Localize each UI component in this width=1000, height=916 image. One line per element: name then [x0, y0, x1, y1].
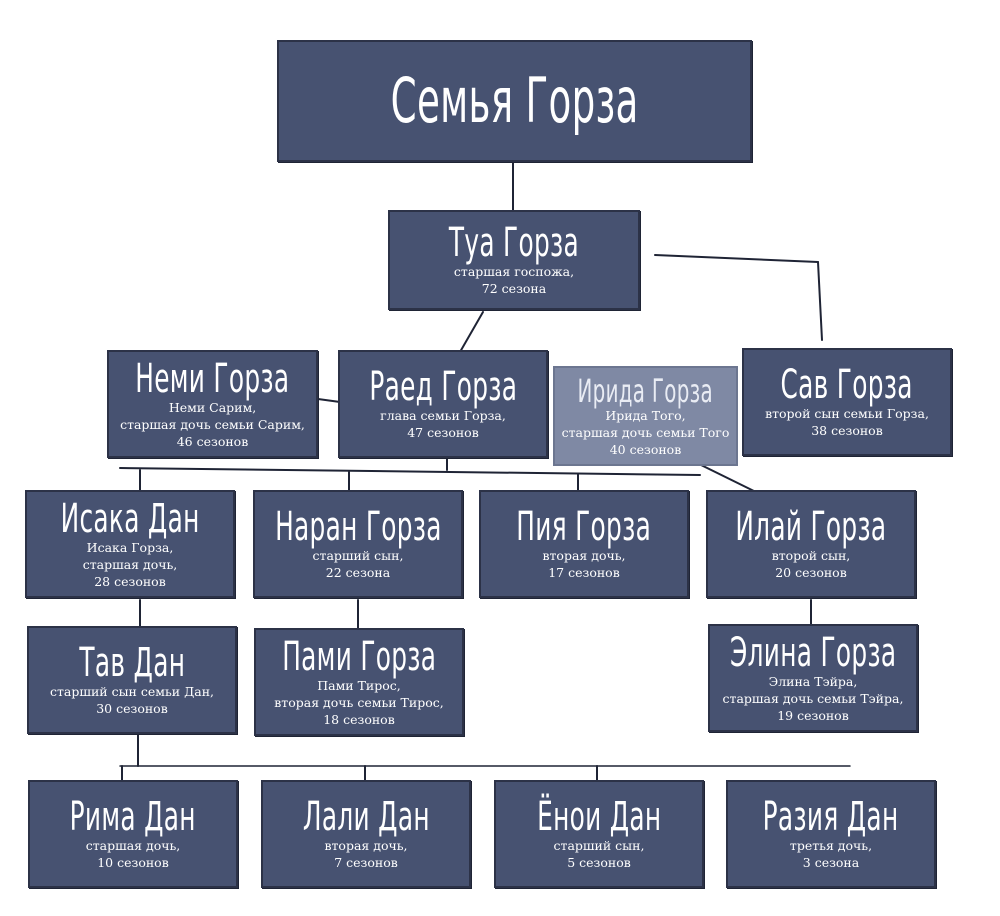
member-info-line: 10 сезонов [97, 855, 169, 870]
member-info-line: старшая дочь семьи Сарим, [120, 416, 305, 432]
member-name: Сав Горза [780, 362, 914, 408]
member-info-line: 30 сезонов [96, 701, 168, 716]
member-name: Разия Дан [763, 794, 899, 840]
member-name: Наран Горза [274, 504, 442, 550]
member-info-line: вторая дочь, [324, 838, 408, 853]
connector-nemi-raed [317, 398, 341, 403]
connector-children-bus [119, 467, 701, 476]
member-name: Илай Горза [735, 504, 887, 550]
member-info-line: старший сын, [553, 838, 645, 853]
member-info-line: 5 сезонов [567, 855, 631, 870]
member-card-sav: Сав Горза второй сын семьи Горза, 38 сез… [742, 348, 952, 456]
member-name: Неми Горза [135, 355, 290, 402]
member-card-nemi: Неми Горза Неми Сарим, старшая дочь семь… [107, 350, 318, 458]
member-info-line: Исака Горза, [86, 539, 174, 555]
member-info-line: 7 сезонов [334, 855, 398, 870]
member-card-pami: Пами Горза Пами Тирос, вторая дочь семьи… [254, 628, 464, 736]
member-info-line: 47 сезонов [407, 425, 479, 440]
member-name: Тав Дан [79, 640, 185, 686]
member-info-line: 19 сезонов [777, 707, 849, 723]
member-card-raziya: Разия Дан третья дочь, 3 сезона [726, 780, 936, 888]
member-info-line: старший сын, [312, 548, 404, 563]
member-name: Элина Горза [729, 629, 897, 676]
member-info-line: 18 сезонов [323, 711, 395, 727]
member-name: Пия Горза [516, 504, 652, 550]
member-card-naran: Наран Горза старший сын, 22 сезона [253, 490, 463, 598]
title-box: Семья Горза [277, 40, 752, 162]
member-name: Ёнои Дан [536, 794, 662, 840]
member-info-line: вторая дочь, [542, 548, 626, 563]
member-info-line: второй сын семьи Горза, [765, 406, 929, 421]
member-info-line: Неми Сарим, [168, 399, 257, 415]
member-info-line: старший сын семьи Дан, [49, 684, 215, 699]
member-info-line: 17 сезонов [548, 565, 620, 580]
page-title: Семья Горза [390, 64, 639, 137]
member-card-tua: Туа Горза старшая госпожа, 72 сезона [388, 210, 640, 310]
member-card-yonoi: Ёнои Дан старший сын, 5 сезонов [494, 780, 704, 888]
member-info-line: Элина Тэйра, [768, 673, 858, 689]
member-card-piya: Пия Горза вторая дочь, 17 сезонов [479, 490, 689, 598]
member-card-raed: Раед Горза глава семьи Горза, 47 сезонов [338, 350, 548, 458]
member-name: Исака Дан [60, 495, 200, 542]
member-card-tav: Тав Дан старший сын семьи Дан, 30 сезоно… [27, 626, 237, 734]
member-name: Туа Горза [448, 220, 580, 266]
member-card-rima: Рима Дан старшая дочь, 10 сезонов [28, 780, 238, 888]
connector-tua-sav [654, 254, 819, 263]
member-info-line: 28 сезонов [94, 573, 166, 589]
member-info-line: вторая дочь семьи Тирос, [274, 694, 444, 710]
member-info-line: старшая дочь, [82, 556, 178, 572]
member-card-isaka: Исака Дан Исака Горза, старшая дочь, 28 … [25, 490, 235, 598]
member-info-line: старшая дочь семьи Того [561, 424, 730, 440]
member-info-line: 22 сезона [325, 565, 391, 580]
member-card-ilai: Илай Горза второй сын, 20 сезонов [706, 490, 916, 598]
member-name: Пами Горза [281, 633, 437, 680]
member-card-elina: Элина Горза Элина Тэйра, старшая дочь се… [708, 624, 918, 732]
member-info-line: второй сын, [771, 548, 851, 563]
member-name: Лали Дан [302, 794, 430, 840]
member-info-line: третья дочь, [789, 838, 873, 853]
member-info-line: 20 сезонов [775, 565, 847, 580]
member-info-line: глава семьи Горза, [380, 408, 506, 423]
member-info-line: 72 сезона [481, 281, 547, 296]
connector-tua-raed [459, 311, 484, 353]
member-info-line: 3 сезона [802, 855, 860, 870]
member-info-line: Пами Тирос, [317, 677, 401, 693]
member-name: Рима Дан [69, 794, 197, 840]
member-info-line: старшая госпожа, [453, 264, 575, 279]
member-info-line: Ирида Того, [605, 407, 686, 423]
member-info-line: 46 сезонов [176, 433, 249, 449]
member-name: Ирида Горза [577, 371, 714, 410]
member-name: Раед Горза [369, 364, 517, 410]
member-card-irida: Ирида Горза Ирида Того, старшая дочь сем… [553, 366, 738, 466]
member-info-line: старшая дочь, [85, 838, 181, 853]
member-info-line: старшая дочь семьи Тэйра, [722, 690, 904, 706]
member-info-line: 38 сезонов [811, 423, 883, 438]
member-info-line: 40 сезонов [609, 441, 682, 457]
member-card-lali: Лали Дан вторая дочь, 7 сезонов [261, 780, 471, 888]
connector-tua-sav-down [817, 261, 823, 341]
